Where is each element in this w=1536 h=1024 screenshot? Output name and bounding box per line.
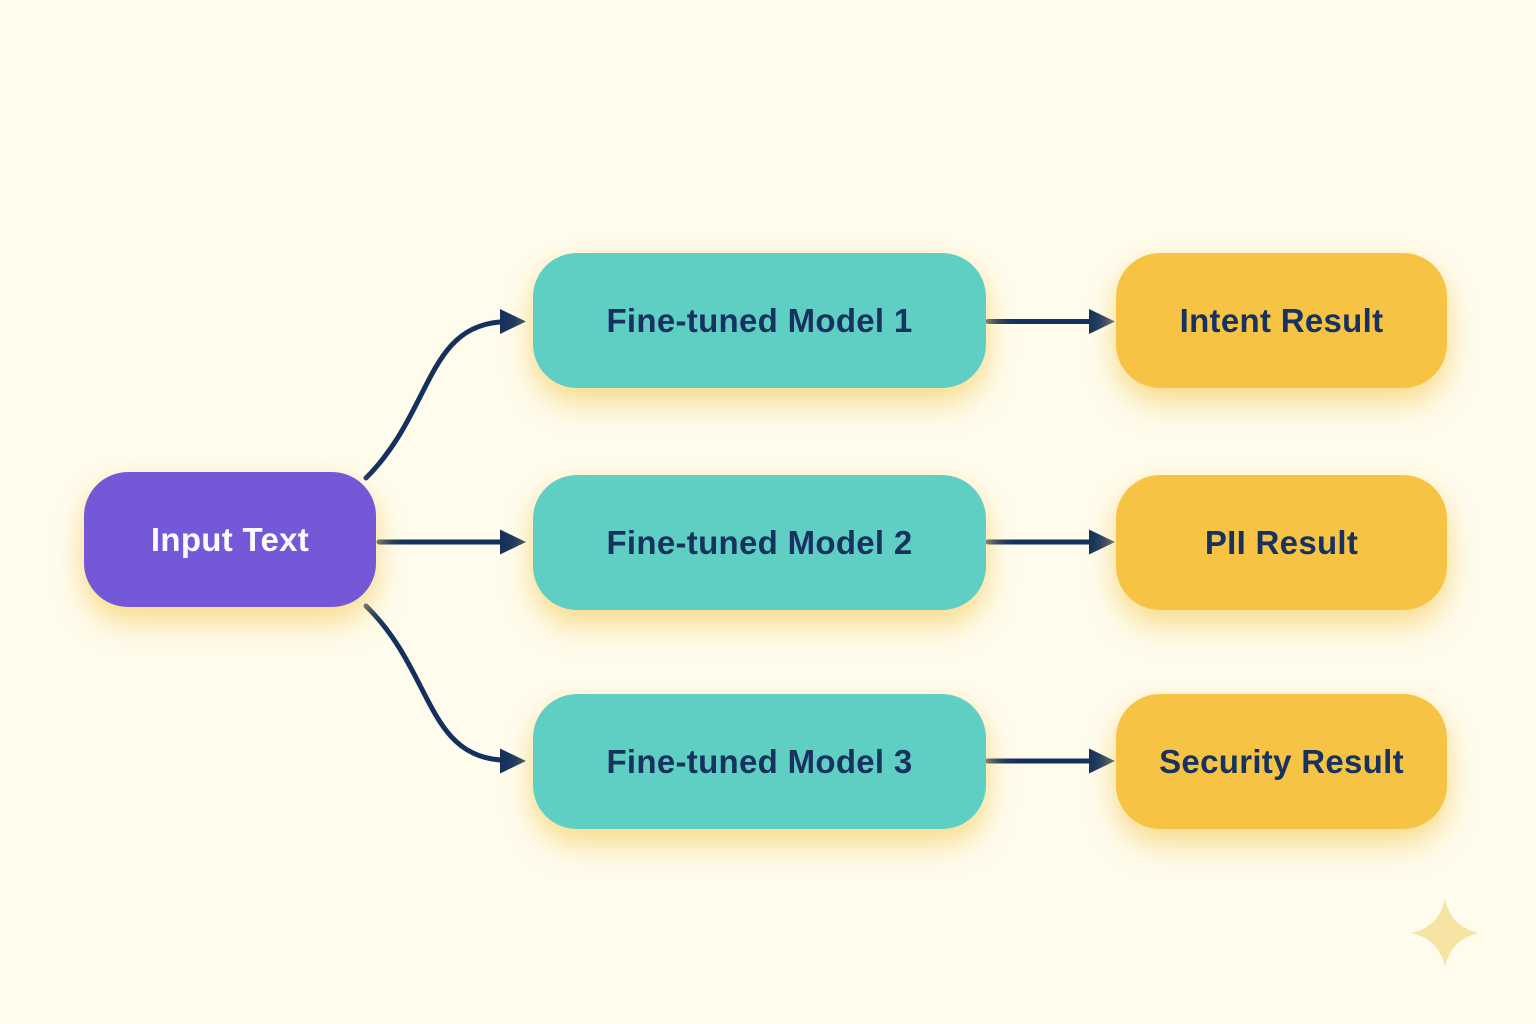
security-result-label: Security Result — [1159, 742, 1404, 780]
arrow-input-to-model-2 — [376, 529, 526, 555]
arrow-model-1-to-intent-result — [985, 309, 1115, 334]
arrow-input-to-model-3 — [363, 603, 526, 774]
input-text-node: Input Text — [84, 472, 376, 607]
pii-result-node: PII Result — [1116, 475, 1447, 610]
model-node-2-label: Fine-tuned Model 2 — [606, 523, 913, 561]
pii-result-label: PII Result — [1204, 523, 1359, 561]
model-node-1: Fine-tuned Model 1 — [533, 253, 986, 388]
sparkle-icon — [1411, 899, 1479, 967]
intent-result-node: Intent Result — [1116, 253, 1447, 388]
model-node-1-label: Fine-tuned Model 1 — [606, 301, 913, 339]
arrow-model-2-to-pii-result — [985, 529, 1115, 555]
intent-result-label: Intent Result — [1179, 301, 1384, 339]
model-node-2: Fine-tuned Model 2 — [533, 475, 986, 610]
security-result-node: Security Result — [1116, 694, 1447, 829]
input-text-label: Input Text — [150, 520, 310, 558]
model-node-3: Fine-tuned Model 3 — [533, 694, 986, 829]
arrow-model-3-to-security-result — [985, 748, 1115, 774]
arrow-input-to-model-1 — [363, 309, 526, 481]
model-node-3-label: Fine-tuned Model 3 — [606, 742, 913, 780]
